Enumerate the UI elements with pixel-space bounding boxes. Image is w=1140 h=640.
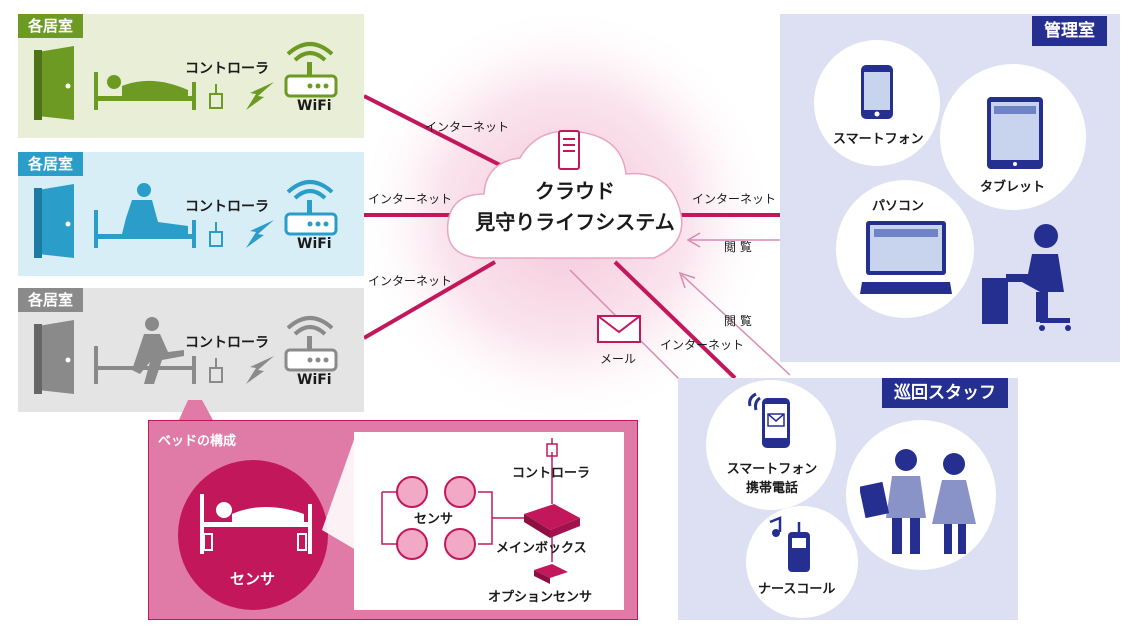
internet-label-staff: インターネット <box>660 338 745 352</box>
cloud-title-line1: クラウド <box>535 179 615 203</box>
room-panel-2: 各居室 コントローラ WiFi <box>18 152 364 276</box>
view-label-2: 閲 覧 <box>724 314 752 328</box>
staff-tag: 巡回スタッフ <box>882 378 1008 408</box>
bed-config-title: ベッドの構成 <box>158 434 237 449</box>
pc-icon <box>860 221 952 294</box>
mail-label: メール <box>600 352 637 366</box>
wifi-label: WiFi <box>297 98 332 114</box>
internet-label-2: インターネット <box>368 192 453 206</box>
signal-icon <box>246 82 274 110</box>
wifi-label: WiFi <box>297 372 332 388</box>
internet-label-admin: インターネット <box>692 192 777 206</box>
controller-icon <box>209 222 223 247</box>
wifi-label: WiFi <box>297 236 332 252</box>
operator-at-desk-icon <box>982 224 1071 331</box>
internet-label-1: インターネット <box>425 120 510 134</box>
signal-icon <box>246 356 274 384</box>
bed-detail-diagram <box>381 438 580 584</box>
staff-phone-label-1: スマートフォン <box>726 462 818 477</box>
door-icon <box>34 320 74 394</box>
view-label-1: 閲 覧 <box>724 240 752 254</box>
signal-icon <box>246 220 274 248</box>
bed-sleeping-icon <box>94 72 196 110</box>
room-tag: 各居室 <box>18 152 84 176</box>
internet-label-3: インターネット <box>368 274 453 288</box>
smartphone-icon <box>861 65 893 119</box>
admin-smartphone-label: スマートフォン <box>833 132 924 147</box>
controller-icon <box>209 358 223 383</box>
controller-icon <box>209 84 223 109</box>
nurse-staff-icon <box>860 449 976 554</box>
cloud-title-line2: 見守りライフシステム <box>475 210 675 234</box>
line-room1 <box>363 94 501 167</box>
controller-label: コントローラ <box>185 335 269 351</box>
bed-getting-up-icon <box>94 317 196 384</box>
nurse-call-label: ナースコール <box>758 582 836 597</box>
zoom-wedge <box>322 434 356 550</box>
wifi-router-icon <box>284 180 338 236</box>
line-room3 <box>362 260 497 340</box>
admin-room-tag: 管理室 <box>1032 16 1107 46</box>
line-staff <box>613 260 737 380</box>
room-panel-3: 各居室 コントローラ WiFi <box>18 288 364 412</box>
controller-label: コントローラ <box>185 199 269 215</box>
bed-sitting-icon <box>94 183 196 248</box>
server-icon <box>558 130 580 170</box>
phone-mail-icon <box>748 392 790 448</box>
admin-pc-label: パソコン <box>872 199 925 214</box>
room-tag: 各居室 <box>18 14 84 38</box>
detail-controller-label: コントローラ <box>512 466 591 481</box>
detail-option-sensor-label: オプションセンサ <box>488 590 593 605</box>
bed-with-sensors-icon <box>200 494 312 554</box>
admin-tablet-label: タブレット <box>980 180 1046 195</box>
detail-mainbox-label: メインボックス <box>496 541 587 556</box>
nurse-call-icon <box>769 516 810 572</box>
detail-sensor-label: センサ <box>414 512 454 527</box>
wifi-router-icon <box>284 316 338 372</box>
room-panel-1: 各居室 コントローラ WiFi <box>18 14 364 138</box>
wifi-router-icon <box>284 42 338 98</box>
bed-sensor-label: センサ <box>230 570 276 588</box>
controller-label: コントローラ <box>185 61 269 77</box>
staff-phone-label-2: 携帯電話 <box>745 481 798 496</box>
mail-icon <box>597 315 641 343</box>
tablet-icon <box>987 97 1043 169</box>
internet-lines <box>362 94 780 380</box>
door-icon <box>34 184 74 258</box>
door-icon <box>34 46 74 120</box>
room-tag: 各居室 <box>18 288 84 312</box>
